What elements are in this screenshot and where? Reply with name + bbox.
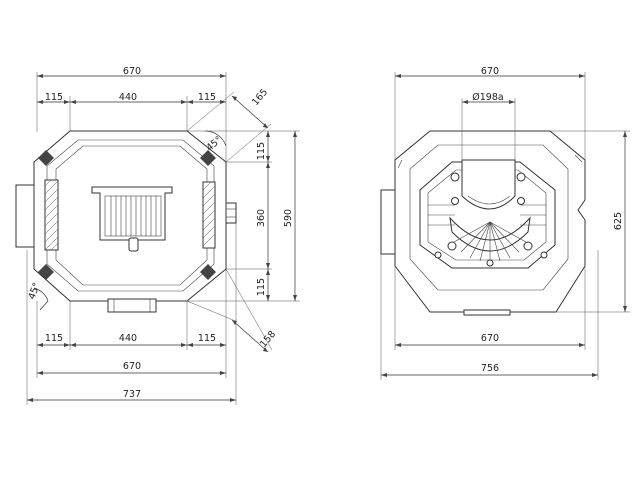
right-bottom-tab: [463, 309, 511, 316]
corner-post-bottom-right: [200, 264, 216, 280]
grate: [91, 186, 173, 252]
dim-right-overall: 590: [283, 209, 294, 227]
left-right-dimensions: [187, 130, 300, 302]
dim-corner-top: [186, 91, 272, 163]
right-left-plate: [380, 189, 396, 255]
dim-left-bottom-overall: 737: [123, 389, 141, 400]
corner-post-top-right: [200, 150, 216, 166]
ash-drawer: [107, 298, 157, 313]
dim-left-bottom-seg2: 440: [119, 333, 137, 344]
dim-left-bottom-total: 670: [123, 361, 141, 372]
dim-left-top-total: 670: [123, 66, 141, 77]
right-handle: [225, 202, 237, 224]
left-bottom-dimensions: [26, 223, 237, 405]
dim-left-top-seg1: 115: [45, 92, 63, 103]
angle-bottom-label: 45°: [27, 281, 43, 301]
dim-right-height: 625: [613, 212, 624, 230]
combustion-chamber: [419, 161, 556, 269]
left-side-hatch: [44, 179, 59, 251]
dim-corner-bottom-label: 158: [258, 329, 278, 350]
corner-post-bottom-left: [38, 264, 54, 280]
dim-right-bottom: 115: [256, 278, 267, 296]
combustion-chamber-inner: [427, 169, 547, 261]
dim-corner-top-label: 165: [250, 87, 270, 108]
right-side-hatch: [202, 181, 216, 247]
dim-right-view-top: 670: [481, 66, 499, 77]
dim-left-top-seg3: 115: [198, 92, 216, 103]
dim-flue-diameter: Ø198a: [472, 92, 503, 103]
dim-right-bottom-inner: 670: [481, 333, 499, 344]
right-height-dimension: [550, 130, 630, 313]
dim-right-middle: 360: [256, 209, 267, 227]
right-bottom-dimensions: [380, 250, 599, 380]
dim-right-bottom-overall: 756: [481, 363, 499, 374]
corner-post-top-left: [38, 150, 54, 166]
left-view: 670 115 440 115 165 45°: [15, 66, 300, 405]
right-stove-inner: [409, 144, 569, 291]
angle-bottom-arc: [33, 287, 49, 302]
flue-collar: [461, 159, 516, 210]
right-side-panel: [202, 181, 216, 249]
dim-left-top-seg2: 440: [119, 92, 137, 103]
dim-corner-bottom: [186, 268, 273, 353]
right-top-dimensions: [394, 72, 586, 160]
right-view: 670 Ø198a 625 670 756: [380, 66, 630, 380]
left-top-dimensions: [36, 72, 227, 162]
dim-right-top: 115: [256, 142, 267, 160]
side-fins: [428, 204, 546, 226]
dim-left-bottom-seg3: 115: [198, 333, 216, 344]
bolts: [434, 172, 548, 267]
left-side-door: [15, 184, 35, 248]
dim-left-bottom-seg1: 115: [45, 333, 63, 344]
